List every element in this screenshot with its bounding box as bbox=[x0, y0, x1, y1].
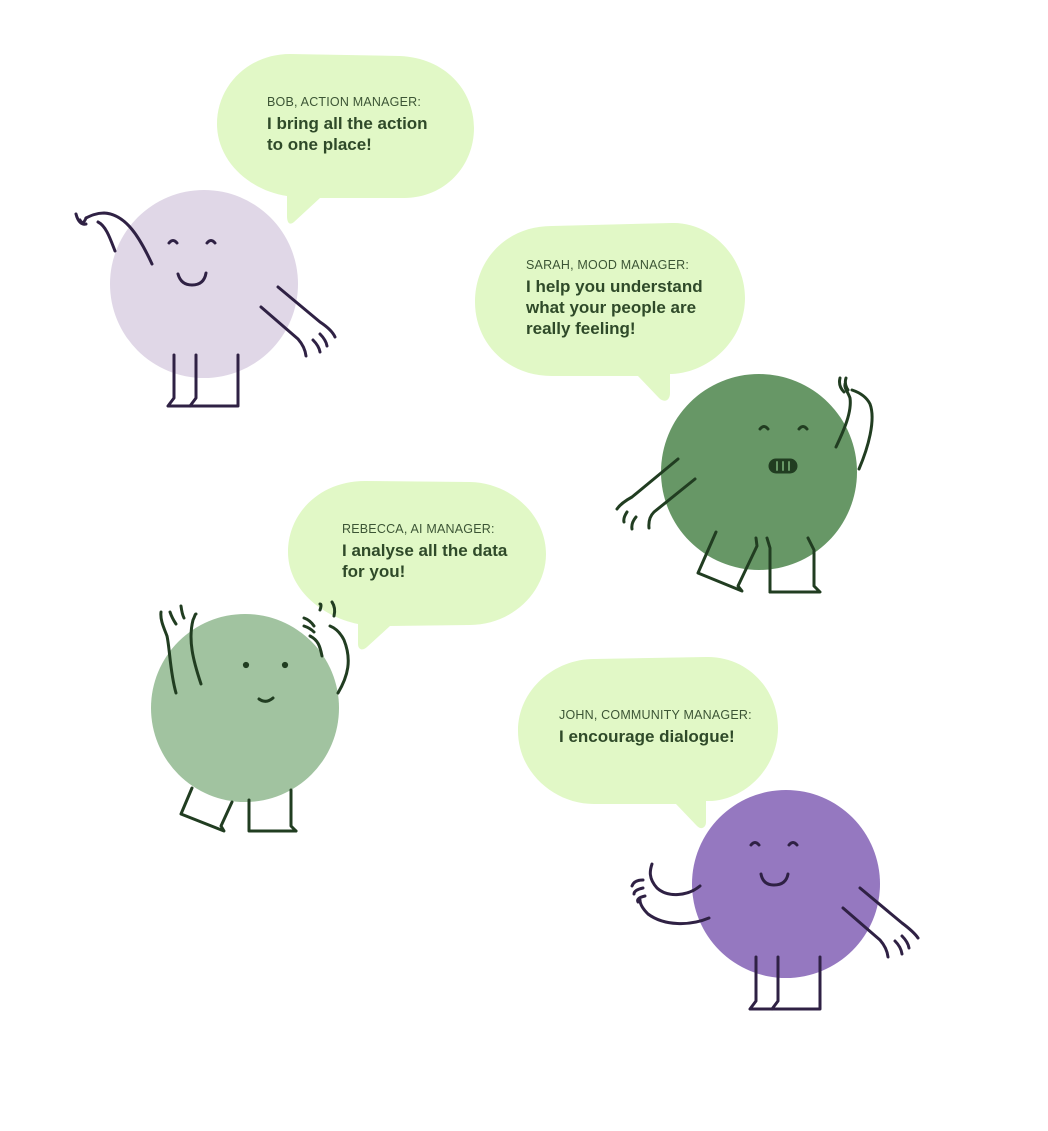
john-message: JOHN, COMMUNITY MANAGER: I encourage dia… bbox=[559, 708, 752, 747]
john-arm-right-lower bbox=[841, 906, 890, 959]
rebecca-hand-right bbox=[302, 600, 337, 634]
john-smile bbox=[759, 872, 790, 887]
sarah-eye-left bbox=[758, 425, 770, 431]
sarah-teeth bbox=[776, 461, 790, 471]
bob-arm-right-lower bbox=[259, 305, 308, 358]
john-leg-middle bbox=[770, 955, 780, 1011]
rebecca-eye-left bbox=[242, 661, 250, 669]
rebecca-leg-mid bbox=[247, 798, 298, 833]
john-eye-left bbox=[749, 841, 761, 847]
sarah-line-3: really feeling! bbox=[526, 319, 636, 338]
rebecca-character bbox=[151, 481, 546, 833]
sarah-arm-left-upper bbox=[615, 457, 680, 511]
rebecca-message: REBECCA, AI MANAGER: I analyse all the d… bbox=[342, 522, 507, 582]
sarah-speaker-label: SARAH, MOOD MANAGER: bbox=[526, 258, 690, 272]
sarah-message: SARAH, MOOD MANAGER: I help you understa… bbox=[526, 258, 703, 339]
john-eye-right bbox=[787, 841, 799, 847]
john-thumb-fingers bbox=[630, 878, 647, 904]
rebecca-line-1: I analyse all the data bbox=[342, 541, 508, 560]
sarah-leg-left bbox=[696, 530, 759, 593]
bob-arm-up bbox=[84, 211, 154, 266]
john-leg-left bbox=[748, 955, 780, 1011]
bob-smile bbox=[176, 271, 208, 287]
john-arm-left-upper bbox=[648, 862, 702, 896]
john-arm-left-lower bbox=[638, 898, 711, 926]
sarah-leg-right bbox=[768, 536, 822, 594]
bob-speaker-label: BOB, ACTION MANAGER: bbox=[267, 95, 422, 109]
john-arm-right-upper bbox=[858, 886, 920, 940]
rebecca-speaker-label: REBECCA, AI MANAGER: bbox=[342, 522, 495, 536]
john-leg-right bbox=[776, 955, 822, 1011]
bob-eye-left bbox=[167, 239, 179, 245]
rebecca-arm-right bbox=[308, 624, 350, 695]
sarah-arm-left-lower bbox=[647, 477, 697, 530]
bob-hand-up bbox=[74, 212, 117, 253]
rebecca-arm-left bbox=[159, 610, 203, 695]
bob-line-1: I bring all the action bbox=[267, 114, 428, 133]
john-speech-bubble bbox=[518, 656, 778, 829]
rebecca-leg-right bbox=[289, 788, 298, 833]
john-character bbox=[518, 656, 920, 1011]
bob-leg-right bbox=[194, 353, 240, 408]
sarah-eye-right bbox=[797, 425, 809, 431]
john-fingers bbox=[893, 934, 911, 956]
rebecca-line-2: for you! bbox=[342, 562, 406, 581]
bob-character bbox=[74, 54, 474, 408]
sarah-speech-bubble bbox=[475, 222, 745, 401]
sarah-character bbox=[475, 222, 874, 594]
bob-leg-middle bbox=[188, 353, 198, 408]
bob-message: BOB, ACTION MANAGER: I bring all the act… bbox=[267, 95, 428, 155]
bob-eye-right bbox=[205, 239, 217, 245]
john-line-1: I encourage dialogue! bbox=[559, 727, 735, 746]
sarah-fingers bbox=[622, 510, 638, 531]
rebecca-eye-right bbox=[281, 661, 289, 669]
rebecca-leg-left bbox=[179, 786, 234, 833]
sarah-leg-mid bbox=[765, 536, 772, 594]
bob-leg-left bbox=[166, 353, 198, 408]
sarah-line-2: what your people are bbox=[526, 298, 697, 317]
rebecca-smile bbox=[257, 696, 275, 703]
rebecca-speech-bubble bbox=[288, 481, 546, 650]
john-body bbox=[692, 790, 880, 978]
bob-arm-right-upper bbox=[276, 285, 337, 339]
bob-speech-bubble bbox=[217, 54, 474, 224]
rebecca-body bbox=[151, 614, 339, 802]
sarah-hand-up bbox=[838, 376, 850, 394]
bob-fingers bbox=[311, 332, 329, 354]
bob-body bbox=[110, 190, 298, 378]
sarah-body bbox=[661, 374, 857, 570]
bob-line-2: to one place! bbox=[267, 135, 372, 154]
john-speaker-label: JOHN, COMMUNITY MANAGER: bbox=[559, 708, 752, 722]
sarah-line-1: I help you understand bbox=[526, 277, 703, 296]
rebecca-hand-left bbox=[168, 604, 186, 626]
